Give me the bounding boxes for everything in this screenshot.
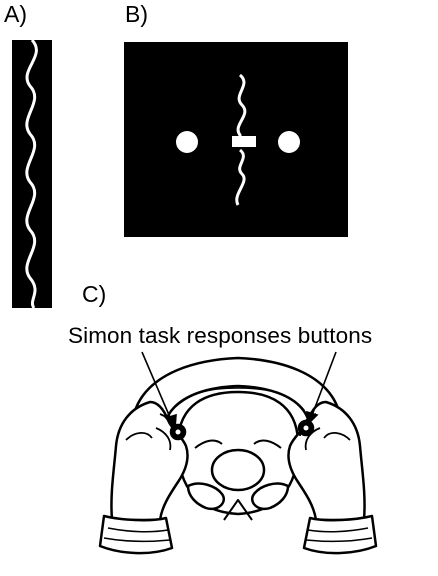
- right-callout-arrowhead: [306, 410, 319, 426]
- panel-c-label: C): [82, 281, 107, 307]
- left-thumb: [186, 482, 225, 511]
- right-hand: [287, 400, 366, 522]
- left-callout-line: [141, 351, 173, 423]
- right-response-button-highlight: [303, 425, 309, 431]
- response-buttons-callout: Simon task responses buttons: [68, 323, 373, 348]
- right-sleeve: [302, 514, 378, 555]
- panel-a-label: A): [4, 1, 27, 27]
- panel-a-road-view: [12, 38, 52, 309]
- left-callout-arrowhead: [164, 413, 177, 430]
- wheel-center-pad: [210, 448, 266, 492]
- panel-a-road-line: [25, 38, 38, 309]
- right-circle-stimulus: [278, 131, 300, 153]
- right-thumb: [251, 482, 290, 511]
- callout-arrows: [141, 351, 337, 430]
- panel-b-label: B): [125, 1, 148, 27]
- left-response-button-highlight: [175, 429, 181, 435]
- wheel-spokes: [194, 439, 282, 521]
- left-cuff-lines: [103, 527, 171, 543]
- panel-c-steering-wheel: [98, 356, 378, 555]
- left-sleeve: [98, 514, 174, 555]
- left-circle-stimulus: [176, 131, 198, 153]
- wheel-rim-inner-edge: [171, 387, 305, 411]
- fixation-marker: [232, 136, 256, 147]
- panel-a-background: [12, 40, 52, 308]
- panel-b-road-line: [235, 73, 247, 206]
- right-cuff-lines: [305, 527, 373, 543]
- panel-b-simon-display: [124, 42, 348, 237]
- right-callout-line: [310, 351, 337, 419]
